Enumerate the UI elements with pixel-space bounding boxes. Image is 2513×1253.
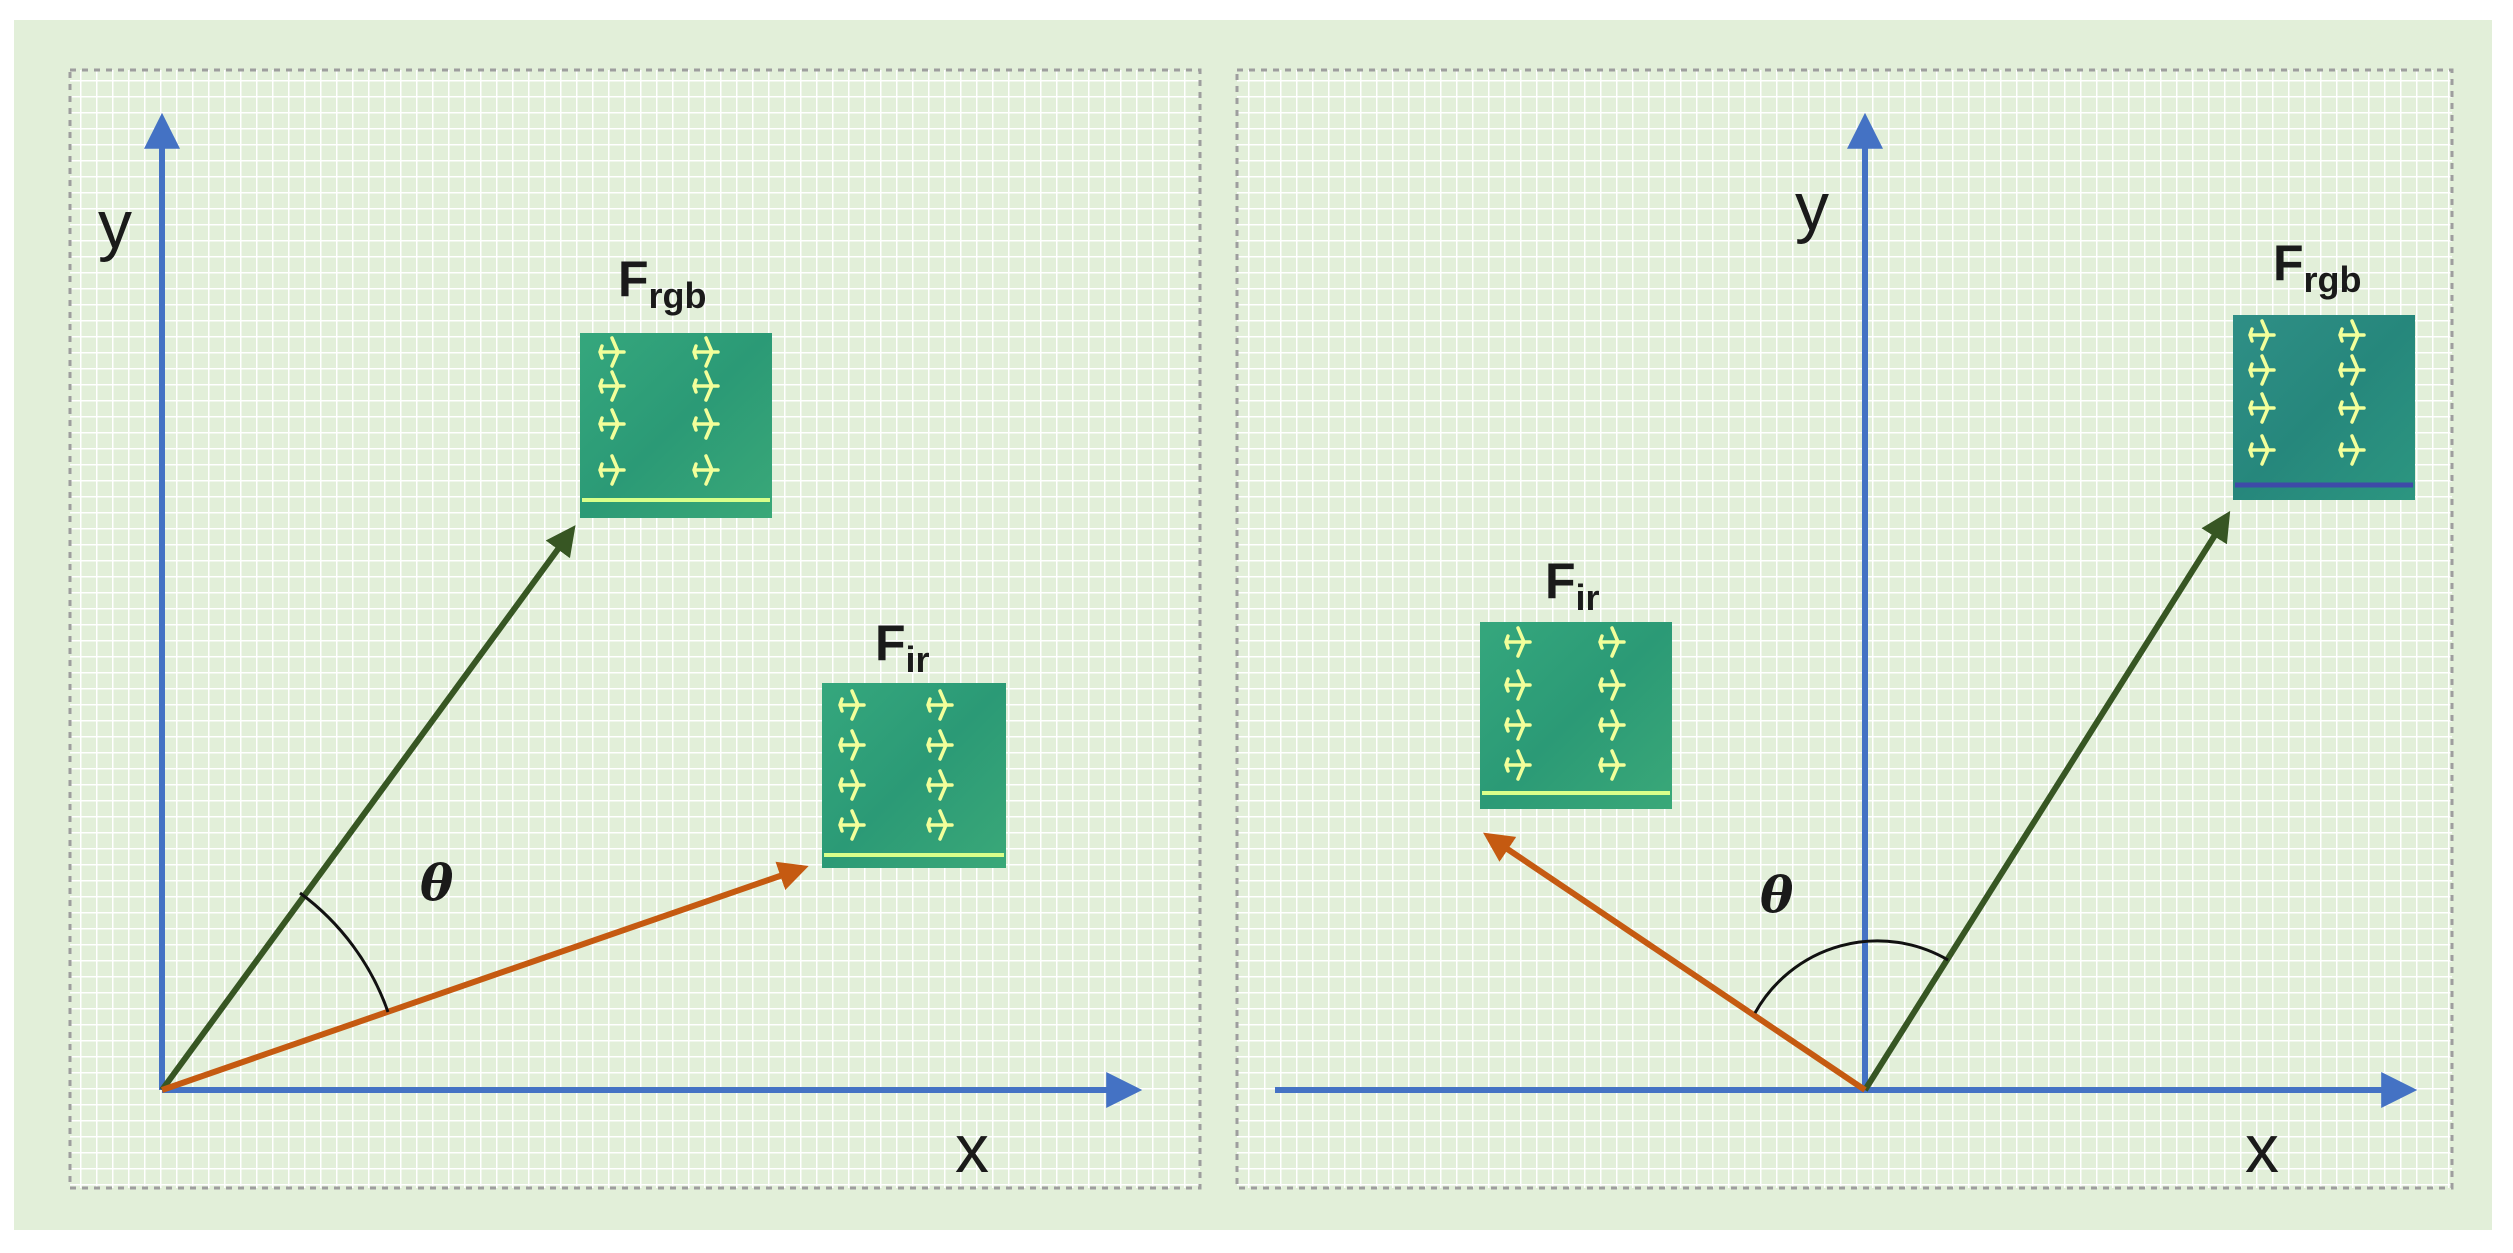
left-rgb-feature-map bbox=[580, 333, 772, 518]
left-panel: y x θ Frgb Fir bbox=[68, 68, 1202, 1190]
right-ir-label: Fir bbox=[1545, 553, 1600, 618]
right-ir-vector bbox=[1483, 832, 1867, 1093]
left-y-axis-label: y bbox=[98, 187, 132, 263]
right-ir-feature-map bbox=[1480, 622, 1672, 809]
right-angle-label: θ bbox=[1760, 865, 1794, 924]
left-ir-label: Fir bbox=[875, 615, 930, 680]
right-panel: y x θ Frgb Fir bbox=[1235, 68, 2454, 1190]
left-ir-feature-map bbox=[822, 683, 1006, 868]
left-ir-vector bbox=[161, 861, 809, 1093]
left-x-axis-label: x bbox=[955, 1111, 989, 1187]
right-rgb-vector bbox=[1862, 510, 2231, 1092]
right-y-axis-label: y bbox=[1795, 169, 1829, 245]
right-angle-arc bbox=[1753, 939, 1949, 1014]
left-angle-label: θ bbox=[420, 853, 454, 912]
right-rgb-label: Frgb bbox=[2273, 235, 2362, 300]
right-panel-grid bbox=[1235, 68, 2454, 1190]
left-angle-arc bbox=[299, 891, 390, 1013]
left-rgb-label: Frgb bbox=[618, 251, 707, 316]
right-x-axis-label: x bbox=[2245, 1111, 2279, 1187]
left-rgb-vector bbox=[159, 525, 576, 1092]
left-panel-grid bbox=[68, 68, 1202, 1190]
right-rgb-feature-map bbox=[2233, 315, 2415, 500]
